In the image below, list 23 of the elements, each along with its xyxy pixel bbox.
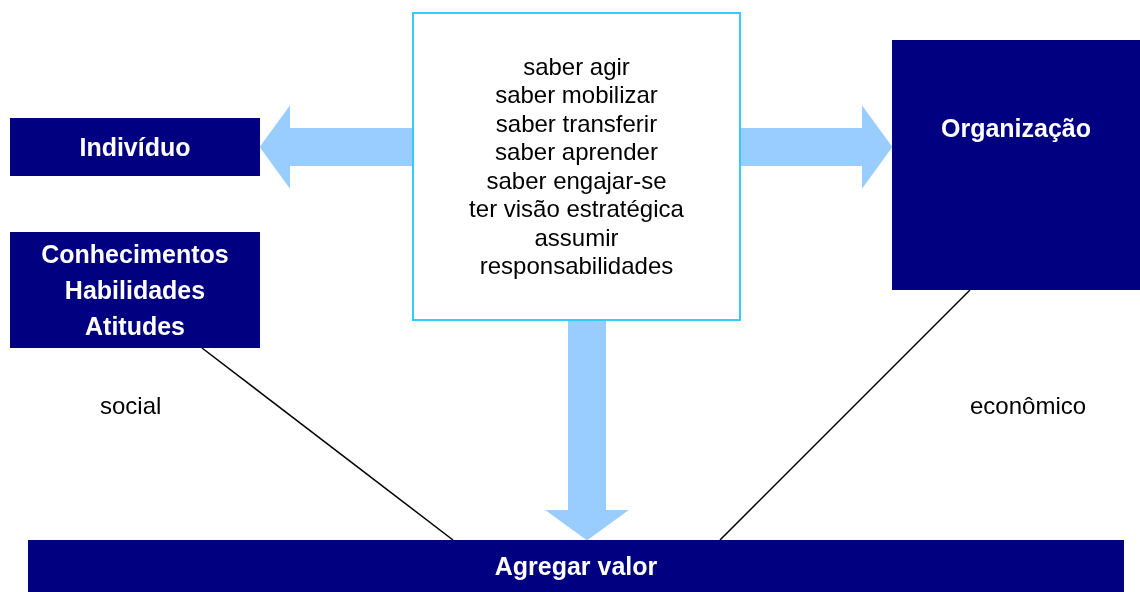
- box-label: Indivíduo: [78, 132, 192, 163]
- list-box: [412, 12, 741, 321]
- list-item: saber agir: [523, 52, 630, 81]
- label-box: [10, 232, 260, 348]
- block-arrow: [259, 105, 412, 189]
- list-item: ter visão estratégica: [469, 195, 684, 224]
- list-item: saber transferir: [495, 109, 658, 138]
- label-box: [892, 40, 1140, 290]
- list-item: saber engajar-se: [486, 166, 667, 195]
- list-item: saber mobilizar: [495, 81, 658, 110]
- list-item: assumir responsabilidades: [478, 223, 675, 281]
- box-label: Organização: [939, 113, 1093, 144]
- connector-line: [719, 289, 971, 541]
- box-label: Conhecimentos Habilidades Atitudes: [40, 239, 230, 342]
- side-label: social: [100, 392, 162, 420]
- block-arrow: [545, 321, 629, 541]
- connector-line: [201, 347, 454, 541]
- side-label: econômico: [970, 392, 1087, 420]
- block-arrow: [741, 105, 893, 189]
- label-box: [28, 540, 1124, 592]
- list-item: saber aprender: [495, 138, 658, 167]
- label-box: [10, 118, 260, 176]
- box-label: Agregar valor: [493, 551, 659, 582]
